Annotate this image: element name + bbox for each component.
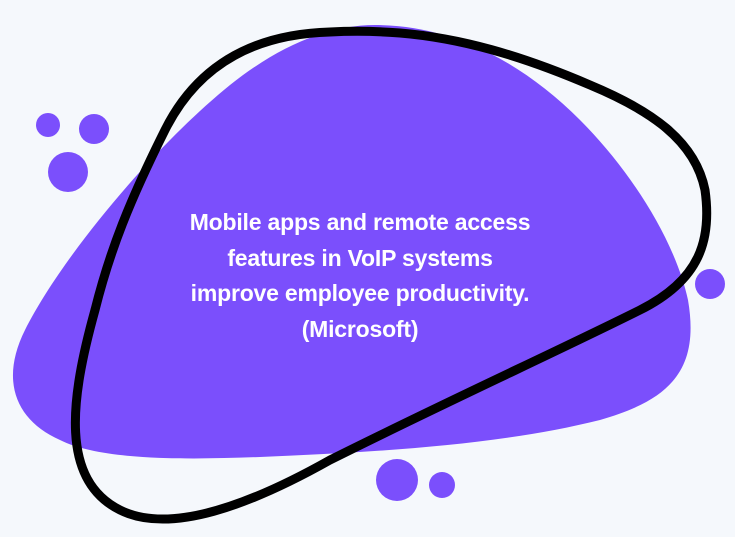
dot-right [695,269,725,299]
dot-top-left-small [36,113,60,137]
dot-top-left-large [48,152,88,192]
quote-text: Mobile apps and remote access features i… [140,205,580,347]
quote-line-1: Mobile apps and remote access [189,209,531,235]
quote-line-2: features in VoIP systems [227,244,493,271]
dot-bottom-small [429,472,455,498]
dot-top-left-medium [79,114,109,144]
black-outline-loop [70,26,712,524]
quote-line-3: improve employee productivity. [190,280,530,306]
purple-blob-shape [12,25,691,459]
quote-source: (Microsoft) [301,315,419,342]
dot-bottom-large [376,459,418,501]
